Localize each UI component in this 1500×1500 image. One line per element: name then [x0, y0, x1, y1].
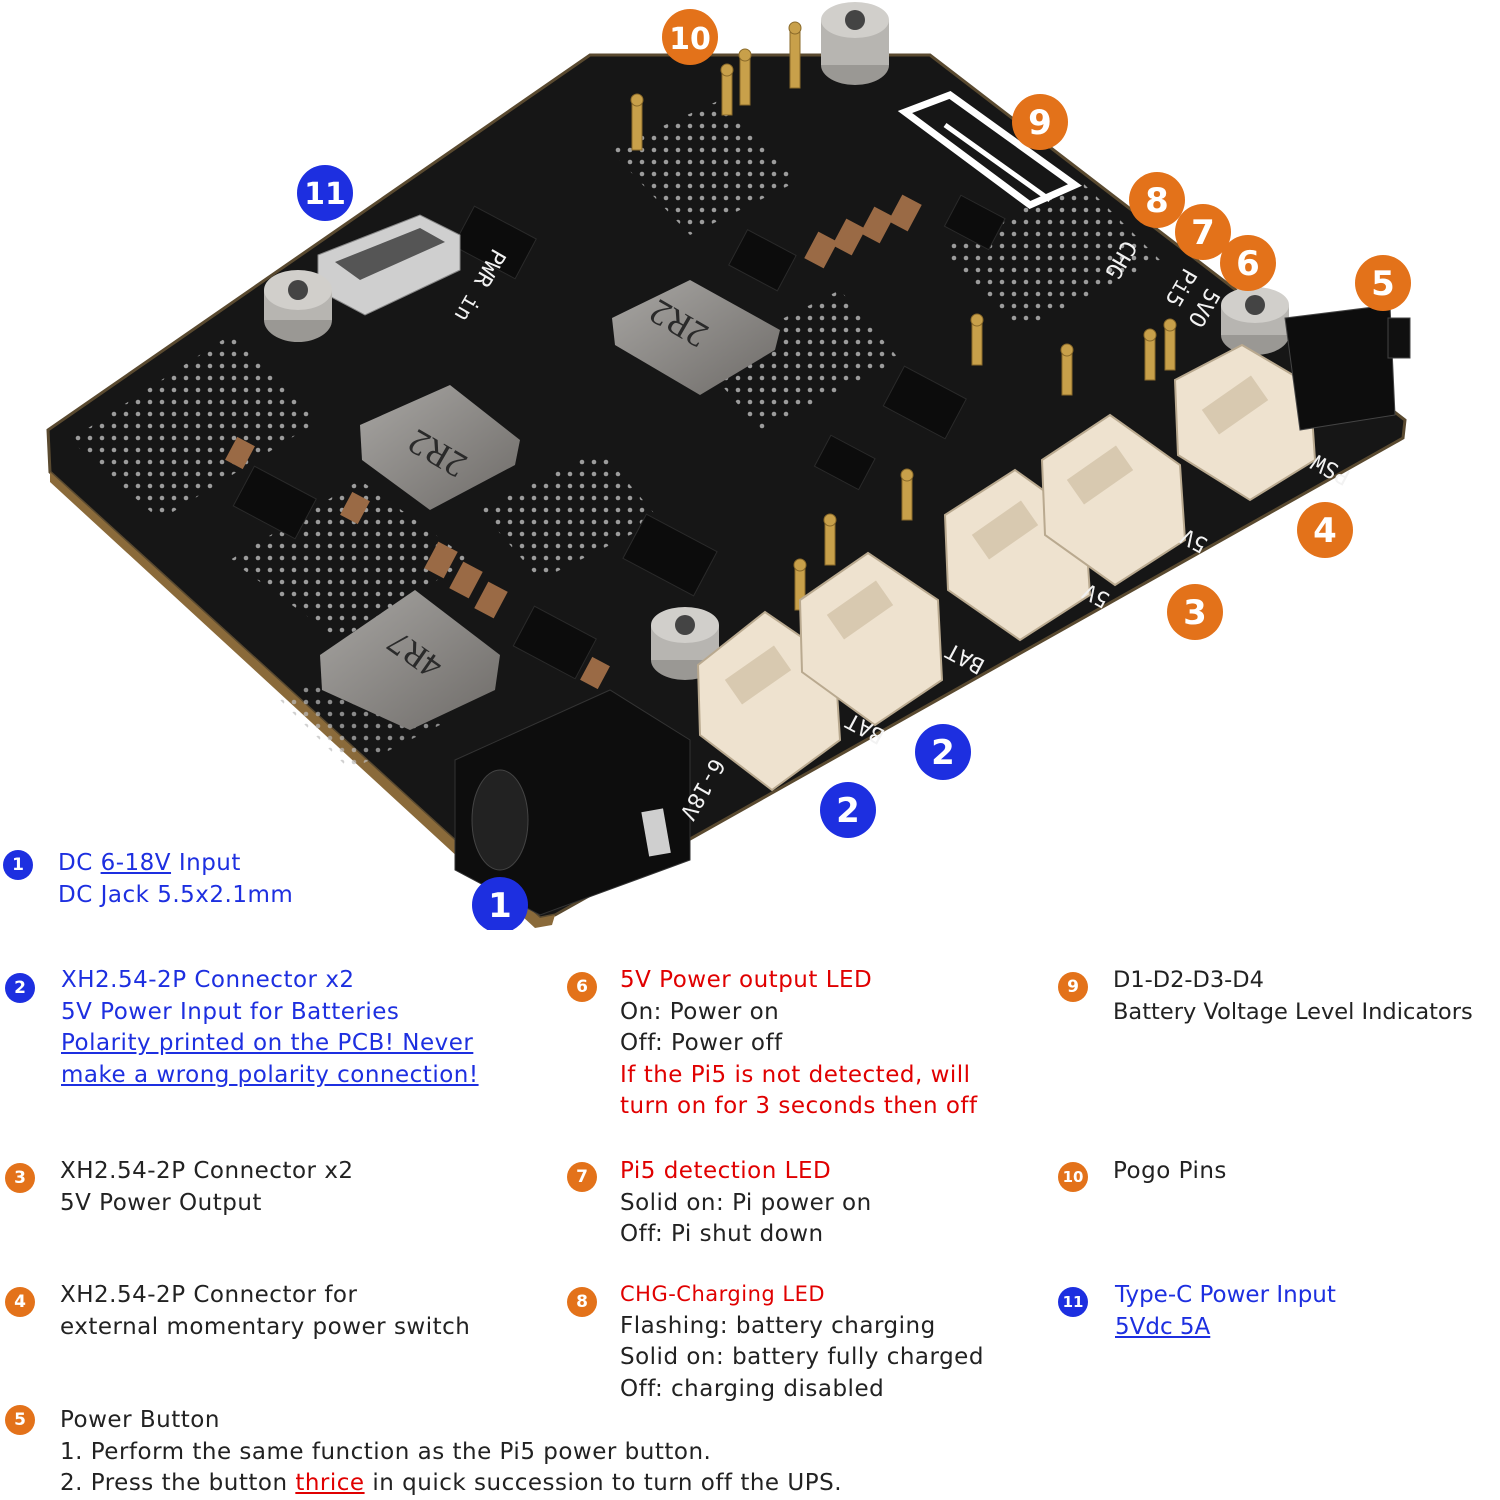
legend-badge-11: 11 — [1058, 1287, 1088, 1317]
legend-item-6: 5V Power output LED On: Power on Off: Po… — [620, 965, 978, 1123]
legend-6-line-5: turn on for 3 seconds then off — [620, 1093, 978, 1119]
legend-6-line-3: Off: Power off — [620, 1030, 783, 1056]
legend-9-line-1: D1-D2-D3-D4 — [1113, 967, 1264, 993]
legend-5-line-3: 2. Press the button thrice in quick succ… — [60, 1470, 843, 1496]
legend-2-line-1: XH2.54-2P Connector x2 — [61, 967, 355, 993]
legend-item-2: XH2.54-2P Connector x2 5V Power Input fo… — [61, 965, 479, 1091]
callout-8 — [1129, 172, 1185, 228]
svg-text:2: 2 — [931, 733, 955, 773]
callout-1 — [472, 877, 528, 930]
legend-6-line-1: 5V Power output LED — [620, 967, 873, 993]
legend-badge-9: 9 — [1058, 972, 1088, 1002]
legend-item-3: XH2.54-2P Connector x2 5V Power Output — [60, 1156, 354, 1219]
legend-7-line-3: Off: Pi shut down — [620, 1221, 824, 1247]
legend-badge-1: 1 — [3, 850, 33, 880]
legend-badge-10: 10 — [1058, 1162, 1088, 1192]
svg-text:5: 5 — [1371, 264, 1395, 304]
legend-item-11: Type-C Power Input 5Vdc 5A — [1115, 1280, 1336, 1343]
callout-9 — [1012, 94, 1068, 150]
ups-board-photo: 2R2 2R2 4R7 — [46, 2, 1411, 930]
callout-6 — [1220, 235, 1276, 291]
svg-text:2: 2 — [836, 791, 860, 831]
legend-badge-7: 7 — [567, 1162, 597, 1192]
dc-jack — [454, 689, 691, 916]
legend-2-line-3: Polarity printed on the PCB! Never — [61, 1030, 474, 1056]
legend-badge-3: 3 — [5, 1163, 35, 1193]
legend-item-7: Pi5 detection LED Solid on: Pi power on … — [620, 1156, 872, 1251]
svg-text:3: 3 — [1183, 593, 1207, 633]
legend-6-line-4: If the Pi5 is not detected, will — [620, 1061, 971, 1088]
legend-8-line-4: Off: charging disabled — [620, 1375, 885, 1402]
legend-3-line-2: 5V Power Output — [60, 1189, 262, 1216]
svg-text:7: 7 — [1191, 213, 1215, 253]
inductor-2r2-mid: 2R2 — [360, 385, 520, 510]
legend-item-4: XH2.54-2P Connector for external momenta… — [60, 1280, 470, 1343]
legend-item-5: Power Button 1. Perform the same functio… — [60, 1405, 842, 1500]
legend-7-line-2: Solid on: Pi power on — [620, 1189, 872, 1216]
legend-7-line-1: Pi5 detection LED — [620, 1158, 832, 1184]
legend-8-line-3: Solid on: battery fully charged — [620, 1344, 984, 1370]
svg-text:10: 10 — [669, 22, 711, 57]
legend-badge-8: 8 — [567, 1287, 597, 1317]
legend-item-10: Pogo Pins — [1113, 1156, 1227, 1188]
legend-5-line-2: 1. Perform the same function as the Pi5 … — [60, 1438, 712, 1465]
legend-2-line-4: make a wrong polarity connection! — [61, 1061, 479, 1088]
svg-text:4: 4 — [1313, 511, 1337, 551]
legend-badge-2: 2 — [5, 973, 35, 1003]
legend-item-9: D1-D2-D3-D4 Battery Voltage Level Indica… — [1113, 965, 1473, 1028]
svg-text:1: 1 — [488, 886, 512, 926]
legend-1-line-2: DC Jack 5.5x2.1mm — [58, 881, 294, 908]
svg-text:8: 8 — [1145, 181, 1169, 221]
legend-badge-6: 6 — [567, 972, 597, 1002]
legend-8-line-2: Flashing: battery charging — [620, 1312, 936, 1339]
legend-4-line-1: XH2.54-2P Connector for — [60, 1282, 358, 1308]
legend-item-8: CHG-Charging LED Flashing: battery charg… — [620, 1279, 984, 1405]
pogo-pins — [630, 21, 1177, 611]
inductor-4r7: 4R7 — [320, 590, 500, 730]
svg-text:6: 6 — [1236, 244, 1260, 284]
callout-10 — [662, 9, 718, 65]
legend-10-line-1: Pogo Pins — [1113, 1158, 1227, 1184]
legend-2-line-2: 5V Power Input for Batteries — [61, 998, 400, 1025]
svg-text:9: 9 — [1028, 103, 1052, 143]
callout-3 — [1167, 584, 1223, 640]
legend-8-line-1: CHG-Charging LED — [620, 1282, 826, 1306]
legend-11-line-2: 5Vdc 5A — [1115, 1313, 1211, 1340]
legend-badge-5: 5 — [5, 1405, 35, 1435]
callout-2b — [915, 724, 971, 780]
legend-1-line-1: DC 6-18V Input — [58, 850, 241, 876]
power-button — [1284, 304, 1411, 431]
legend-6-line-2: On: Power on — [620, 998, 780, 1025]
legend-3-line-1: XH2.54-2P Connector x2 — [60, 1158, 354, 1184]
callout-5 — [1355, 255, 1411, 311]
inductor-2r2-top: 2R2 — [612, 280, 780, 395]
legend-11-line-1: Type-C Power Input — [1115, 1282, 1336, 1308]
callout-2a — [820, 782, 876, 838]
legend-4-line-2: external momentary power switch — [60, 1313, 471, 1340]
legend-item-1: DC 6-18V Input DC Jack 5.5x2.1mm — [58, 848, 293, 911]
legend-5-line-1: Power Button — [60, 1407, 220, 1433]
legend-badge-4: 4 — [5, 1287, 35, 1317]
callout-4 — [1297, 502, 1353, 558]
legend-9-line-2: Battery Voltage Level Indicators — [1113, 998, 1473, 1025]
callout-11 — [297, 165, 353, 221]
callout-7 — [1175, 204, 1231, 260]
svg-text:11: 11 — [304, 177, 346, 212]
xh-connectors — [696, 343, 1317, 792]
